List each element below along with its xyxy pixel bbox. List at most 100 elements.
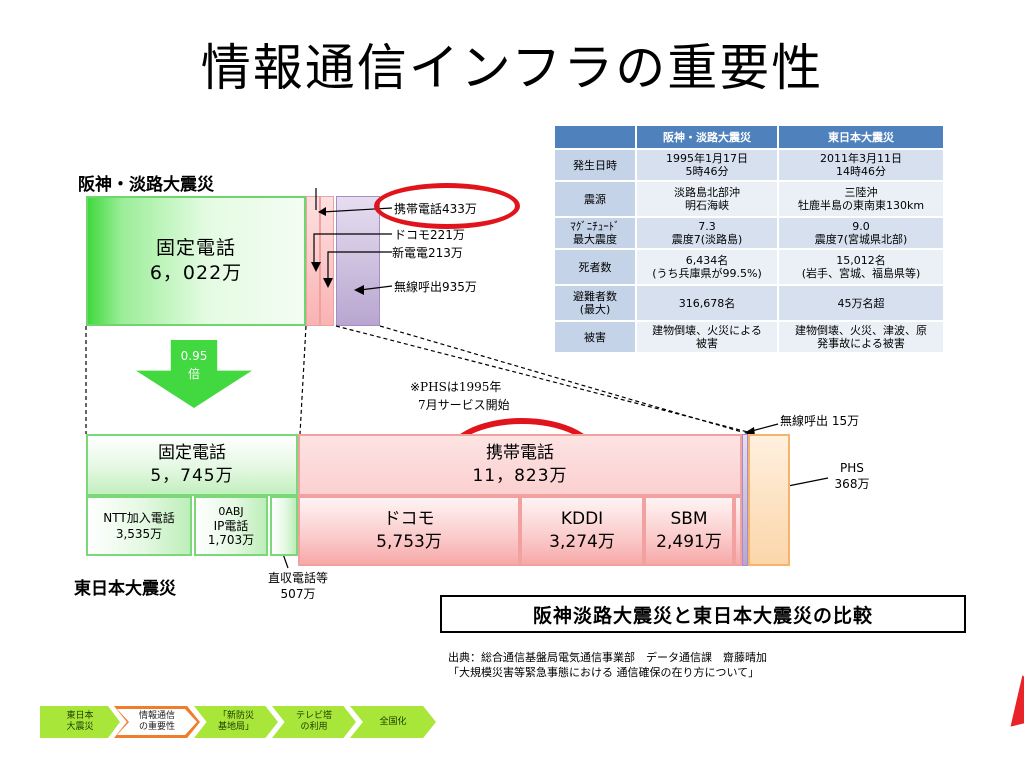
table-header-row: 阪神・淡路大震災 東日本大震災: [555, 126, 943, 148]
ntt-value: 3,535万: [115, 527, 163, 541]
table-cell-higashi-line: 建物倒壊、火災、津波、原: [795, 324, 927, 337]
direct-value: 507万: [280, 587, 316, 601]
nav-item-1[interactable]: 東日本大震災: [40, 706, 120, 738]
table-header-hanshin: 阪神・淡路大震災: [637, 126, 777, 148]
table-row-label: 被害: [555, 322, 635, 352]
nav-item-2[interactable]: 情報通信の重要性: [114, 706, 200, 738]
docomo-value: 5,753万: [376, 532, 442, 552]
hanshin-docomo-strip: [306, 196, 320, 326]
kddi-label: KDDI: [560, 509, 604, 529]
table-cell-hanshin: 建物倒壊、火災による被害: [637, 322, 777, 352]
source-line1: 出典：総合通信基盤局電気通信事業部 データ通信課 齋藤晴加: [448, 651, 767, 664]
table-header-higashi: 東日本大震災: [779, 126, 943, 148]
comparison-caption: 阪神淡路大震災と東日本大震災の比較: [440, 595, 966, 633]
hanshin-radio-annotation: 無線呼出935万: [394, 280, 477, 294]
table-row: 震源淡路島北部沖明石海峡三陸沖牡鹿半島の東南東130km: [555, 182, 943, 216]
hanshin-heading: 阪神・淡路大震災: [78, 175, 214, 195]
docomo-leader-head: [311, 262, 321, 272]
table-row-label-line: 発生日時: [573, 158, 617, 172]
table-cell-hanshin-line: 7.3: [698, 220, 716, 233]
table-cell-hanshin: 6,434名(うち兵庫県が99.5%): [637, 250, 777, 284]
ip-label-2: IP電話: [213, 519, 249, 533]
hanshin-fixed-value: 6，022万: [149, 262, 243, 284]
higashi-fixed-label: 固定電話: [158, 443, 226, 463]
table-cell-higashi: 建物倒壊、火災、津波、原発事故による被害: [779, 322, 943, 352]
radio-leader: [359, 285, 393, 291]
phs-note-line2: 7月サービス開始: [418, 398, 510, 412]
slide-title: 情報通信インフラの重要性: [200, 39, 824, 97]
higashi-mobile-block: 携帯電話 11，823万: [298, 434, 742, 496]
sbm-block: SBM 2,491万: [644, 496, 734, 566]
table-cell-higashi: 三陸沖牡鹿半島の東南東130km: [779, 182, 943, 216]
mobile-leader-head: [318, 207, 326, 216]
table-cell-higashi: 15,012名(岩手、宮城、福島県等): [779, 250, 943, 284]
ntt-block: NTT加入電話 3,535万: [86, 496, 192, 556]
nav-item-5-label: 全国化: [379, 716, 407, 727]
phs-label: PHS: [840, 461, 864, 475]
higashi-mobile-label: 携帯電話: [486, 443, 554, 463]
higashi-radio-strip: [742, 434, 748, 566]
phs-value: 368万: [834, 477, 870, 491]
table-row: 被害建物倒壊、火災による被害建物倒壊、火災、津波、原発事故による被害: [555, 322, 943, 352]
sbm-label: SBM: [670, 509, 708, 529]
kddi-value: 3,274万: [549, 532, 615, 552]
table-cell-hanshin-line: 6,434名: [685, 254, 729, 267]
table-cell-higashi-line: 15,012名: [836, 254, 886, 267]
table-cell-hanshin-line: 5時46分: [685, 165, 729, 178]
mobile-dashed-2: [335, 325, 749, 433]
ip-phone-block: 0ABJ IP電話 1,703万: [194, 496, 268, 556]
docomo-label: ドコモ: [383, 509, 435, 529]
direct-annotation: 直収電話等 507万: [256, 570, 340, 602]
source-line2: 「大規模災害等緊急事態における 通信確保の在り方について」: [448, 666, 760, 679]
ip-value: 1,703万: [207, 533, 255, 547]
shindenden-leader: [327, 251, 392, 282]
phs-annotation: PHS 368万: [830, 460, 874, 492]
table-cell-hanshin-line: 明石海峡: [685, 199, 729, 212]
nav-item-3[interactable]: 「新防災基地局」: [194, 706, 278, 738]
higashi-mobile-value: 11，823万: [472, 466, 568, 486]
phs-note-line1: ※PHSは1995年: [410, 380, 502, 394]
table-cell-higashi-line: 45万名超: [837, 296, 885, 310]
nav-item-4[interactable]: テレビ塔の利用: [272, 706, 356, 738]
fixed-ratio-value: 0.95: [180, 349, 208, 363]
nav-item-3-label: 「新防災基地局」: [217, 711, 254, 732]
higashi-radio-annotation: 無線呼出 15万: [780, 414, 860, 428]
table-cell-hanshin-line: (うち兵庫県が99.5%): [652, 267, 762, 280]
ntt-label: NTT加入電話: [103, 511, 175, 525]
hanshin-mobile-highlight: [374, 183, 520, 229]
bottom-nav: 東日本大震災 情報通信の重要性 「新防災基地局」 テレビ塔の利用 全国化: [40, 706, 440, 740]
table-row-label: 避難者数(最大): [555, 286, 635, 320]
table-cell-hanshin-line: 建物倒壊、火災による: [652, 324, 762, 337]
table-row-label-line: 避難者数: [573, 290, 617, 303]
table-cell-higashi-line: 9.0: [852, 220, 870, 233]
table-cell-higashi: 45万名超: [779, 286, 943, 320]
hanshin-shindenden-strip: [320, 196, 334, 326]
table-cell-higashi-line: 震度7(宮城県北部): [814, 233, 908, 246]
nav-item-1-label: 東日本大震災: [66, 711, 94, 732]
hanshin-fixed-block: 固定電話 6，022万: [86, 196, 306, 326]
table-row-label: 発生日時: [555, 150, 635, 180]
table-row-label-line: 震源: [584, 192, 606, 206]
hanshin-fixed-label: 固定電話: [155, 237, 236, 259]
higashi-fixed-value: 5，745万: [150, 466, 234, 486]
mobile-other-block: [734, 496, 742, 566]
docomo-leader: [313, 233, 392, 266]
table-row-label: 死者数: [555, 250, 635, 284]
hanshin-docomo-annotation: ドコモ221万: [394, 228, 465, 242]
nav-item-2-label: 情報通信の重要性: [138, 711, 175, 732]
ip-label-1: 0ABJ: [218, 505, 244, 518]
table-cell-higashi-line: 2011年3月11日: [820, 152, 902, 165]
table-cell-higashi-line: (岩手、宮城、福島県等): [801, 267, 921, 280]
source-citation: 出典：総合通信基盤局電気通信事業部 データ通信課 齋藤晴加 「大規模災害等緊急事…: [448, 650, 767, 680]
table-cell-hanshin-line: 震度7(淡路島): [671, 233, 743, 246]
nav-item-5[interactable]: 全国化: [350, 706, 436, 738]
higashi-heading: 東日本大震災: [74, 579, 176, 599]
